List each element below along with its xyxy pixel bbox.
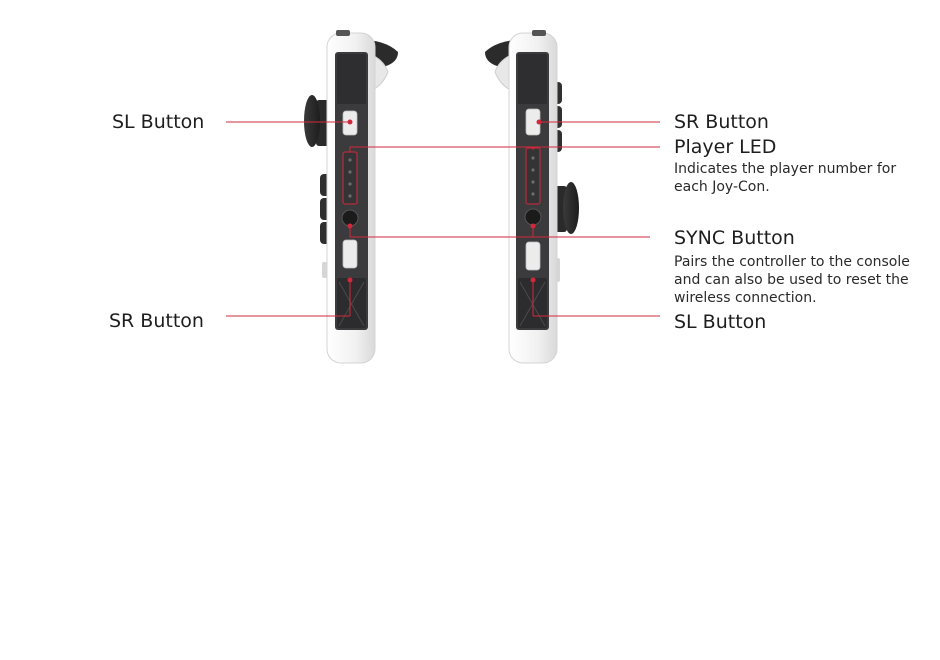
right-player-leds [525, 147, 541, 205]
callout-label-left-sr: SR Button [109, 310, 204, 332]
callout-label-sync: SYNC Button [674, 227, 795, 249]
callout-desc-sync: Pairs the controller to the console and … [674, 254, 910, 306]
callout-label-right-sr: SR Button [674, 111, 769, 133]
left-player-leds [342, 151, 358, 205]
left-joycon [304, 30, 398, 364]
callout-line-sync [349, 226, 650, 238]
left-analog-stick [304, 95, 330, 147]
right-sync-button [524, 208, 542, 226]
callout-desc-player-led: Indicates the player number for each Joy… [674, 161, 897, 195]
right-sl-button [525, 241, 541, 271]
callout-label-left-sl: SL Button [112, 111, 205, 133]
callout-label-right-sl: SL Button [674, 311, 767, 333]
right-joycon [485, 30, 579, 364]
callout-dots [347, 119, 542, 283]
callout-label-player-led: Player LED [674, 136, 777, 158]
left-sr-button [342, 239, 358, 269]
callout-line-player-led [349, 146, 660, 152]
callout-lines [226, 121, 660, 317]
